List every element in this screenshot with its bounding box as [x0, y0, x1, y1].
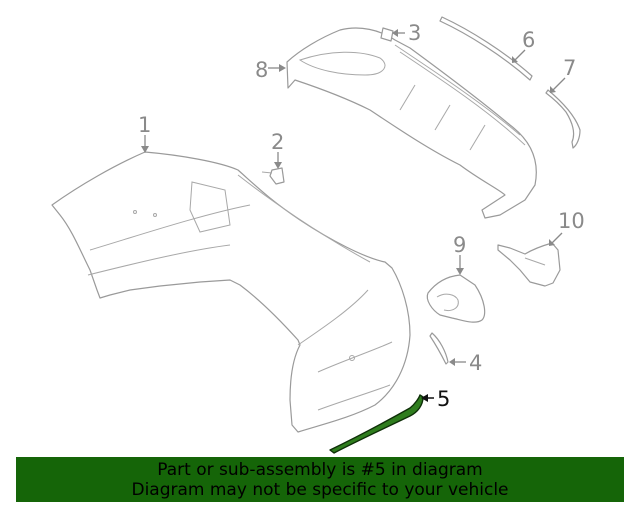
part-7-trim-strip[interactable]: [545, 89, 581, 149]
banner-line-disclaimer: Diagram may not be specific to your vehi…: [131, 480, 509, 500]
callout-arrows: [141, 29, 566, 402]
callout-8: 8: [255, 58, 268, 82]
banner-line-part-number: Part or sub-assembly is #5 in diagram: [157, 460, 483, 480]
part-4-trim-piece[interactable]: [429, 332, 449, 365]
part-10-bracket[interactable]: [497, 242, 561, 287]
callout-6: 6: [522, 28, 535, 52]
info-banner: Part or sub-assembly is #5 in diagram Di…: [16, 457, 624, 502]
part-8-diffuser[interactable]: [286, 27, 537, 219]
callout-3: 3: [408, 21, 421, 45]
part-3-clip[interactable]: [380, 27, 394, 42]
callout-4: 4: [469, 351, 482, 375]
part-1-bumper-cover[interactable]: [51, 151, 411, 433]
callout-2: 2: [271, 130, 284, 154]
part-9-exhaust-bracket[interactable]: [426, 274, 486, 323]
callout-numbers: 1 2 3 4 5 6 7 8 9 10: [138, 21, 585, 411]
callout-7: 7: [563, 56, 576, 80]
callout-10: 10: [558, 209, 585, 233]
callout-1: 1: [138, 113, 151, 137]
callout-5: 5: [437, 387, 450, 411]
callout-9: 9: [453, 233, 466, 257]
part-6-trim-strip[interactable]: [439, 16, 533, 81]
part-2-sensor-bracket[interactable]: [261, 167, 285, 185]
